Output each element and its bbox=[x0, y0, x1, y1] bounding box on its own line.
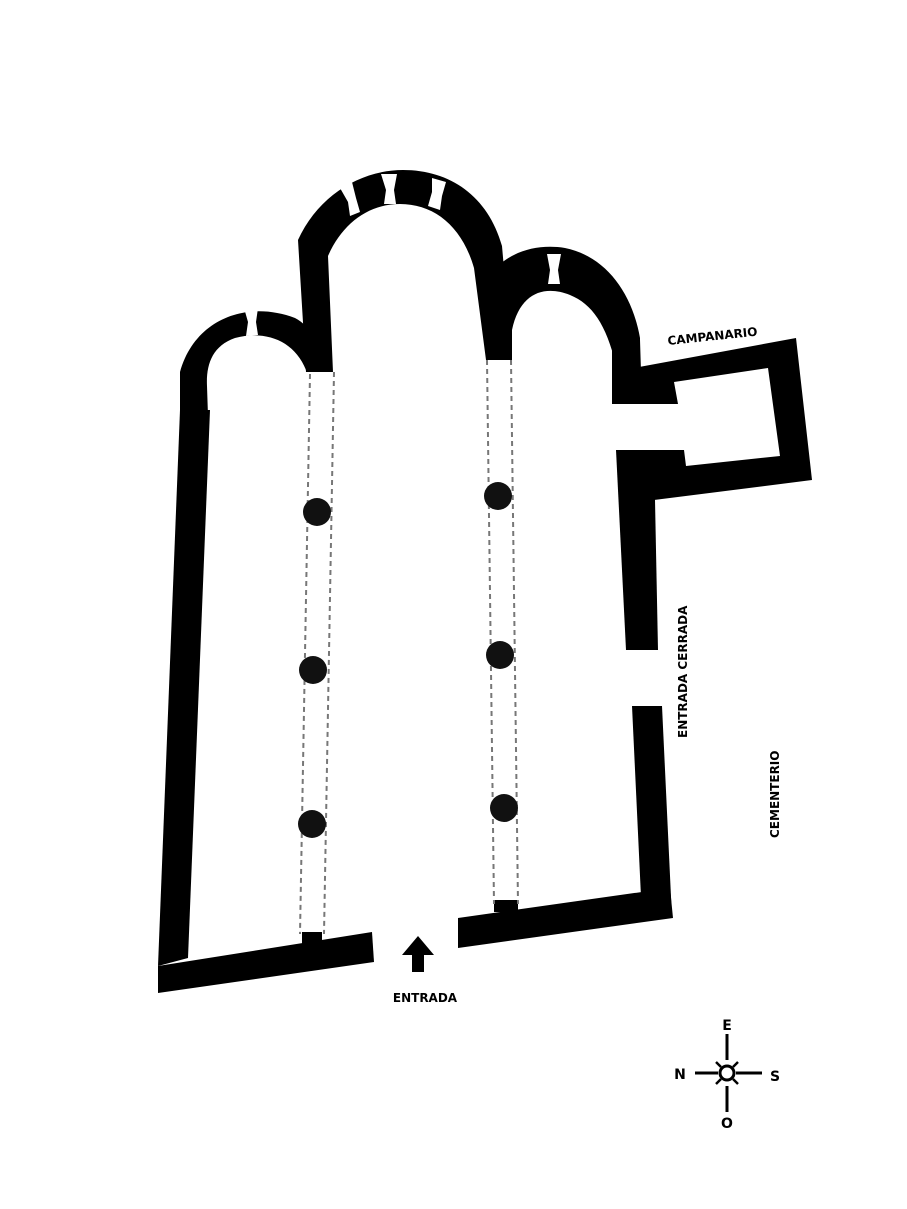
compass-label-north: N bbox=[674, 1067, 686, 1083]
south-pier-base bbox=[494, 900, 518, 912]
bell-tower bbox=[612, 338, 812, 500]
compass-rose: E N S O bbox=[674, 1018, 780, 1132]
north-arcade-line-outer bbox=[299, 373, 311, 935]
compass-label-south: S bbox=[770, 1069, 780, 1085]
compass-label-west: O bbox=[721, 1116, 733, 1132]
pier-bases bbox=[302, 900, 518, 944]
north-arcade-line-inner bbox=[323, 371, 335, 935]
entrance-arrow-icon bbox=[402, 936, 434, 972]
west-wall-north-segment bbox=[158, 932, 374, 993]
central-apse-window-3 bbox=[428, 178, 446, 210]
south-wall-middle bbox=[616, 450, 658, 650]
label-entrada: ENTRADA bbox=[393, 991, 458, 1005]
column-north-2 bbox=[299, 656, 327, 684]
label-cementerio: CEMENTERIO bbox=[768, 751, 782, 838]
column-south-2 bbox=[486, 641, 514, 669]
west-wall-south-segment bbox=[458, 888, 673, 948]
south-apse-window bbox=[547, 254, 561, 284]
walls bbox=[158, 340, 673, 993]
north-apse-wall bbox=[180, 311, 310, 416]
columns bbox=[298, 482, 518, 838]
compass-icon bbox=[695, 1034, 762, 1112]
column-north-1 bbox=[303, 498, 331, 526]
arcades bbox=[299, 359, 519, 935]
south-wall-lower bbox=[632, 706, 672, 918]
label-campanario: CAMPANARIO bbox=[667, 325, 758, 348]
north-wall bbox=[158, 410, 210, 966]
label-entrada-cerrada: ENTRADA CERRADA bbox=[676, 605, 690, 738]
column-south-3 bbox=[490, 794, 518, 822]
bell-tower-walls bbox=[612, 338, 812, 500]
central-apse-wall bbox=[298, 170, 512, 372]
central-apse-window-1 bbox=[340, 182, 360, 216]
central-apse-window-2 bbox=[381, 174, 397, 204]
column-south-1 bbox=[484, 482, 512, 510]
south-arcade-line-inner bbox=[510, 359, 519, 905]
column-north-3 bbox=[298, 810, 326, 838]
north-pier-base bbox=[302, 932, 322, 944]
south-arcade-line-outer bbox=[486, 359, 495, 905]
south-apse-wall bbox=[488, 246, 640, 365]
apses bbox=[180, 170, 640, 416]
compass-label-east: E bbox=[722, 1018, 732, 1034]
north-apse-window bbox=[244, 308, 258, 336]
